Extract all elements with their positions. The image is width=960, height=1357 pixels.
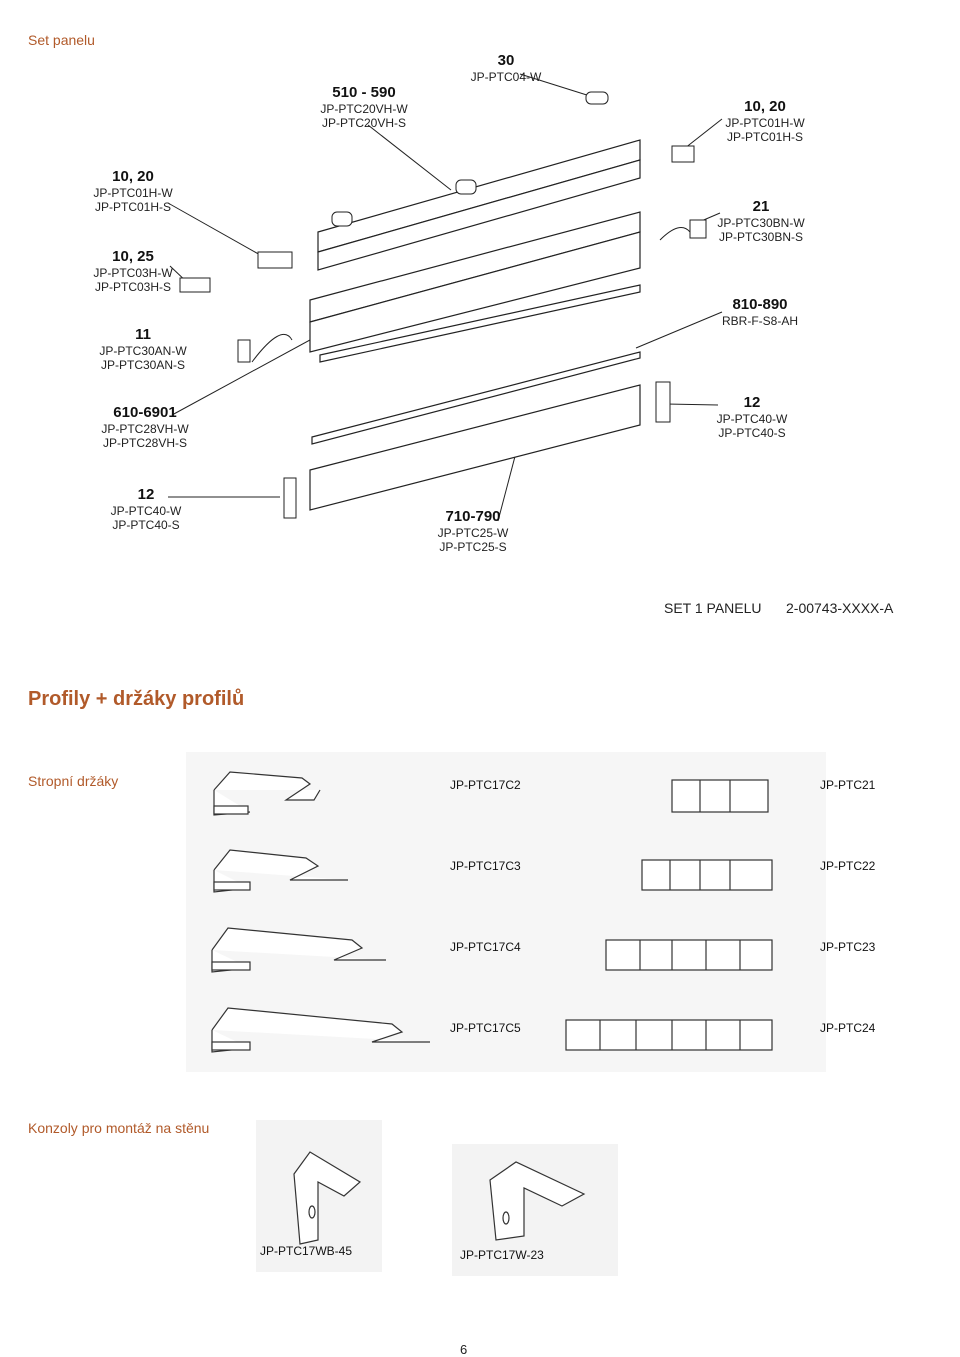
profile-code-row1: JP-PTC21 [820, 778, 876, 792]
callout-c3: 11 JP-PTC30AN-W JP-PTC30AN-S [68, 326, 218, 372]
callout-c7: 30 JP-PTC04-W [436, 52, 576, 84]
callout-c12: 710-790 JP-PTC25-W JP-PTC25-S [418, 508, 528, 554]
callout-code: JP-PTC40-W [110, 504, 182, 518]
callout-code: JP-PTC30BN-S [718, 230, 804, 244]
callout-number: 11 [135, 326, 151, 343]
wall-bracket-code-1: JP-PTC17WB-45 [260, 1244, 353, 1258]
callout-number: 12 [743, 394, 761, 411]
callout-number: 10, 20 [744, 98, 786, 115]
callout-number: 10, 25 [112, 248, 154, 265]
callout-number: 30 [497, 52, 515, 69]
callout-code: JP-PTC25-S [439, 540, 507, 554]
callout-code: JP-PTC28VH-W [101, 422, 189, 436]
callout-code: JP-PTC01H-S [726, 130, 803, 144]
wall-bracket-code-2: JP-PTC17W-23 [460, 1248, 544, 1262]
assembly-drawing [167, 73, 723, 522]
callout-code: JP-PTC40-S [112, 518, 180, 532]
profile-code-row4: JP-PTC24 [820, 1021, 876, 1035]
callout-c11: 12 JP-PTC40-W JP-PTC40-S [692, 394, 812, 440]
profile-code-row2: JP-PTC22 [820, 859, 876, 873]
callout-c8: 10, 20 JP-PTC01H-W JP-PTC01H-S [700, 98, 830, 144]
wall-bracket-photo-1 [256, 1120, 382, 1272]
callout-code: JP-PTC20VH-S [321, 116, 407, 130]
callout-number: 710-790 [445, 508, 501, 525]
section-title-set-panelu: Set panelu [28, 32, 95, 48]
callout-c4: 610-6901 JP-PTC28VH-W JP-PTC28VH-S [80, 404, 210, 450]
callout-code: RBR-F-S8-AH [721, 314, 798, 328]
set-label: SET 1 PANELU [664, 600, 762, 616]
wall-bracket-photo-2 [452, 1144, 618, 1276]
section-title-profiles: Profily + držáky profilů [28, 688, 245, 710]
bracket-code-row3: JP-PTC17C4 [450, 940, 521, 954]
callout-number: 610-6901 [113, 404, 177, 421]
callout-c1: 10, 20 JP-PTC01H-W JP-PTC01H-S [68, 168, 198, 214]
callout-number: 12 [137, 486, 155, 503]
callout-code: JP-PTC20VH-W [320, 102, 408, 116]
callout-code: JP-PTC01H-W [93, 186, 173, 200]
bracket-code-row4: JP-PTC17C5 [450, 1021, 521, 1035]
callout-c5: 12 JP-PTC40-W JP-PTC40-S [76, 486, 216, 532]
callout-number: 810-890 [732, 296, 788, 313]
callout-c10: 810-890 RBR-F-S8-AH [700, 296, 820, 328]
callout-code: JP-PTC01H-S [94, 200, 171, 214]
wall-brackets-label: Konzoly pro montáž na stěnu [28, 1120, 210, 1136]
callout-code: JP-PTC03H-W [93, 266, 173, 280]
page-number: 6 [460, 1342, 468, 1357]
callout-number: 510 - 590 [332, 84, 396, 101]
callout-code: JP-PTC40-S [718, 426, 786, 440]
callout-number: 10, 20 [112, 168, 154, 185]
ceiling-brackets-label: Stropní držáky [28, 773, 119, 789]
callout-code: JP-PTC30BN-W [717, 216, 805, 230]
profile-code-row3: JP-PTC23 [820, 940, 876, 954]
callout-c9: 21 JP-PTC30BN-W JP-PTC30BN-S [696, 198, 826, 244]
callout-code: JP-PTC40-W [716, 412, 788, 426]
callout-c6: 510 - 590 JP-PTC20VH-W JP-PTC20VH-S [294, 84, 434, 130]
callout-code: JP-PTC30AN-S [100, 358, 186, 372]
callout-code: JP-PTC28VH-S [102, 436, 188, 450]
callout-number: 21 [752, 198, 770, 215]
callout-code: JP-PTC30AN-W [99, 344, 187, 358]
callout-code: JP-PTC04-W [470, 70, 542, 84]
callout-code: JP-PTC25-W [437, 526, 509, 540]
set-code: 2-00743-XXXX-A [786, 600, 894, 616]
bracket-code-row1: JP-PTC17C2 [450, 778, 521, 792]
bracket-code-row2: JP-PTC17C3 [450, 859, 521, 873]
callout-code: JP-PTC03H-S [94, 280, 171, 294]
callout-c2: 10, 25 JP-PTC03H-W JP-PTC03H-S [68, 248, 198, 294]
callout-code: JP-PTC01H-W [725, 116, 805, 130]
